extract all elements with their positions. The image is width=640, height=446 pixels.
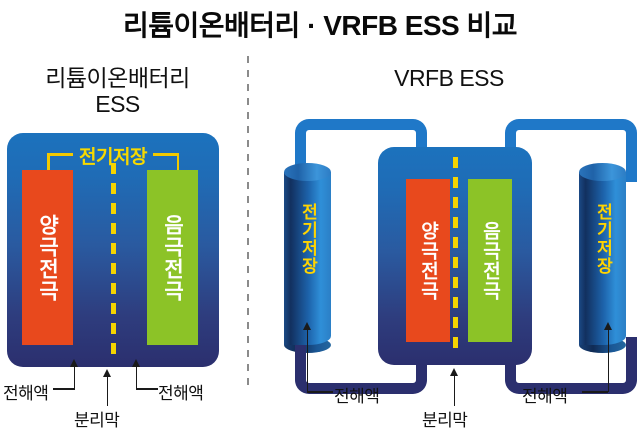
tank-left-label-wrap: 전기저장 xyxy=(284,203,331,275)
vrfb-electrolyte-left-arrow xyxy=(303,322,311,330)
tank-left-body xyxy=(284,172,331,345)
left-panel-heading-line1: 리튬이온배터리 xyxy=(45,65,190,91)
tank-right-body xyxy=(579,172,626,345)
negative-electrode-bar: 음극전극 xyxy=(147,170,198,345)
vrfb-electrolyte-right-arrow xyxy=(604,322,612,330)
vrfb-electrolyte-left-leader-h xyxy=(306,391,333,393)
positive-electrode-label: 양극전극 xyxy=(36,213,59,302)
callout-vrfb-electrolyte-right: 전해액 xyxy=(522,387,568,406)
callout-electrolyte-right-left-panel: 전해액 xyxy=(158,384,204,403)
vrfb-positive-electrode-bar: 양극전극 xyxy=(406,179,450,342)
lithium-cell-body: 전기저장 양극전극 음극전극 xyxy=(7,133,219,367)
panel-divider xyxy=(247,56,249,386)
electrolyte-left-leader-h xyxy=(53,388,75,390)
separator-leader xyxy=(106,377,109,406)
tank-right-cap xyxy=(579,163,626,181)
tank-right-label-wrap: 전기저장 xyxy=(579,203,626,275)
negative-electrode-label: 음극전극 xyxy=(161,213,184,302)
page-title: 리튬이온배터리 · VRFB ESS 비교 xyxy=(122,10,518,41)
vrfb-electrolyte-right-leader-h xyxy=(582,391,608,393)
electrolyte-tank-left: 전기저장 xyxy=(284,163,331,353)
electrolyte-left-leader-v xyxy=(73,367,76,389)
right-panel-heading: VRFB ESS xyxy=(394,65,504,91)
vrfb-cell-body: 양극전극 음극전극 xyxy=(378,147,532,365)
left-panel-heading-line2: ESS xyxy=(95,90,140,117)
electrolyte-right-leader-h xyxy=(135,388,158,390)
callout-electrolyte-left: 전해액 xyxy=(3,384,49,403)
vrfb-negative-electrode-bar: 음극전극 xyxy=(468,179,512,342)
vrfb-positive-electrode-label: 양극전극 xyxy=(417,220,439,301)
electrolyte-left-arrow xyxy=(70,359,78,367)
bottom-pipe-right xyxy=(505,337,637,394)
electrolyte-tank-right: 전기저장 xyxy=(579,163,626,353)
positive-electrode-bar: 양극전극 xyxy=(22,170,73,345)
vrfb-separator-arrow xyxy=(450,368,458,376)
left-panel-heading: 리튬이온배터리 ESS xyxy=(0,65,235,118)
tank-left-cap xyxy=(284,163,331,181)
callout-separator: 분리막 xyxy=(74,411,120,430)
bottom-pipe-left xyxy=(295,337,427,394)
membrane-separator xyxy=(111,163,116,358)
tank-right-label: 전기저장 xyxy=(593,203,613,275)
callout-vrfb-electrolyte-left: 전해액 xyxy=(334,387,380,406)
callout-vrfb-separator: 분리막 xyxy=(422,411,468,430)
vrfb-electrolyte-right-leader-v xyxy=(607,330,610,392)
separator-arrow xyxy=(103,369,111,377)
electrolyte-right-arrow xyxy=(132,359,140,367)
electrolyte-right-leader-v xyxy=(135,367,138,389)
vrfb-membrane-separator xyxy=(453,157,458,357)
vrfb-separator-leader xyxy=(453,376,456,406)
tank-left-label: 전기저장 xyxy=(298,203,318,275)
vrfb-electrolyte-left-leader-v xyxy=(306,330,309,392)
storage-label: 전기저장 xyxy=(79,147,147,168)
storage-bracket xyxy=(7,133,219,173)
vrfb-negative-electrode-label: 음극전극 xyxy=(479,220,501,301)
